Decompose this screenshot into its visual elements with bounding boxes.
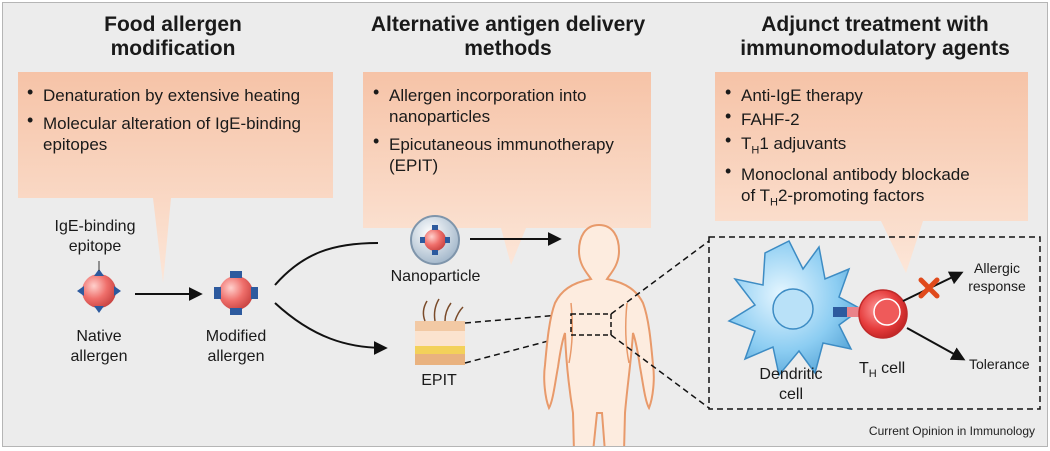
- alt-item-nanoparticles: Allergen incorporation into nanoparticle…: [373, 82, 643, 127]
- label-epit: EPIT: [421, 372, 457, 389]
- food-modification-list: Denaturation by extensive heating Molecu…: [27, 82, 323, 162]
- dendritic-nucleus: [772, 288, 814, 330]
- zoom-dash-top: [610, 240, 710, 315]
- label-allergic-response: Allergic response: [968, 260, 1026, 294]
- to-nanoparticle-curve: [274, 242, 379, 286]
- label-modified-allergen: Modified allergen: [205, 328, 267, 365]
- journal-credit: Current Opinion in Immunology: [868, 424, 1035, 438]
- tcr-receptor: [847, 307, 861, 317]
- body-inner-line-right: [624, 302, 630, 364]
- human-body-outline: [543, 223, 655, 446]
- mhc-receptor: [833, 307, 847, 317]
- modified-allergen-icon: [214, 271, 258, 315]
- food-item-denaturation: Denaturation by extensive heating: [27, 82, 323, 106]
- nanoparticle-icon: [410, 215, 460, 265]
- epit-dash-top: [464, 313, 572, 324]
- block-x-icon: [918, 277, 940, 299]
- label-native-allergen: Native allergen: [70, 328, 128, 365]
- heading-food-modification: Food allergen modification: [104, 13, 242, 60]
- body-inner-line-left: [568, 302, 574, 364]
- heading-alternative-delivery: Alternative antigen delivery methods: [370, 13, 646, 60]
- tolerance-arrow: [906, 327, 966, 361]
- to-epit-curve: [274, 302, 388, 355]
- label-nanoparticle: Nanoparticle: [390, 268, 481, 285]
- zoom-dash-bottom: [610, 334, 710, 409]
- alt-delivery-list: Allergen incorporation into nanoparticle…: [373, 82, 643, 183]
- t-cell-nucleus: [873, 298, 901, 326]
- label-tolerance: Tolerance: [969, 356, 1030, 372]
- label-dendritic-cell: Dendritic cell: [759, 366, 823, 403]
- native-allergen-icon: [77, 269, 121, 313]
- gut-zoom-box: [570, 313, 612, 336]
- alt-item-epit: Epicutaneous immunotherapy (EPIT): [373, 131, 643, 176]
- heading-adjunct-treatment: Adjunct treatment with immunomodulatory …: [740, 13, 1010, 60]
- adj-item-anti-ige: Anti-IgE therapy: [725, 82, 1025, 106]
- adjunct-list: Anti-IgE therapy FAHF-2 TH1 adjuvants Mo…: [725, 82, 1025, 214]
- label-ige-binding-epitope: IgE-binding epitope: [54, 218, 136, 255]
- adj-item-th1-adjuvants: TH1 adjuvants: [725, 130, 1025, 161]
- label-th-cell: TH cell: [859, 360, 906, 381]
- immune-inset-box: [708, 236, 1041, 410]
- adj-item-fahf2: FAHF-2: [725, 106, 1025, 130]
- food-item-epitope-alteration: Molecular alteration of IgE-binding epit…: [27, 110, 323, 155]
- skin-patch-icon: [415, 298, 465, 365]
